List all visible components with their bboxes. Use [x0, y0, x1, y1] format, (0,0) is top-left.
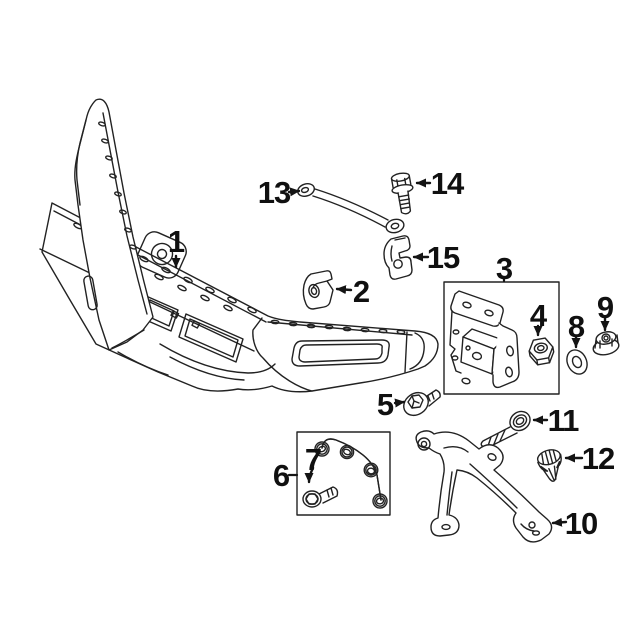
part-washer — [566, 349, 588, 375]
callout-label-15[interactable]: 15 — [427, 240, 461, 275]
leader-2 — [335, 285, 353, 295]
leader-5 — [393, 398, 406, 408]
leader-lines — [171, 178, 610, 527]
part-clamp-bracket — [383, 235, 413, 280]
part-bolt-7 — [302, 486, 339, 508]
part-support-arm — [415, 430, 553, 543]
callout-label-12[interactable]: 12 — [582, 441, 615, 476]
callout-label-8[interactable]: 8 — [568, 309, 586, 344]
part-front-bumper — [39, 98, 439, 393]
part-mount-bracket — [449, 290, 520, 389]
callout-label-1[interactable]: 1 — [168, 224, 186, 259]
callout-label-6[interactable]: 6 — [273, 458, 291, 493]
callout-label-4[interactable]: 4 — [530, 298, 549, 333]
bumper-left-wing — [74, 98, 154, 351]
callout-label-9[interactable]: 9 — [597, 290, 615, 325]
part-nut-4 — [528, 337, 555, 366]
callout-label-3[interactable]: 3 — [496, 251, 514, 286]
part-flange-nut — [592, 331, 620, 356]
callout-label-13[interactable]: 13 — [258, 175, 292, 210]
part-link-rod — [297, 183, 405, 234]
part-6-box — [296, 431, 391, 516]
wing-slots — [98, 121, 137, 250]
callout-label-14[interactable]: 14 — [431, 166, 466, 201]
callout-labels: 1 2 3 4 5 6 7 8 9 10 11 12 13 14 15 — [168, 166, 615, 541]
callout-label-5[interactable]: 5 — [377, 387, 395, 422]
callout-label-10[interactable]: 10 — [565, 506, 598, 541]
callout-label-7[interactable]: 7 — [305, 442, 322, 477]
bumper-end-cap — [404, 331, 425, 373]
part-bolt-11 — [480, 410, 531, 448]
callout-label-2[interactable]: 2 — [353, 274, 370, 309]
part-bolt-5 — [403, 389, 441, 417]
part-highlighted-bracket — [314, 438, 388, 509]
leader-7 — [304, 466, 315, 484]
part-3-box — [443, 281, 560, 395]
fog-lamp-opening — [291, 339, 390, 367]
leader-13 — [287, 187, 301, 197]
bumper-face — [252, 317, 425, 392]
part-clip-bracket — [302, 270, 334, 310]
leader-10 — [551, 517, 568, 527]
part-bolt-14 — [390, 172, 414, 215]
part-push-clip — [536, 449, 562, 482]
callout-label-11[interactable]: 11 — [548, 403, 581, 438]
